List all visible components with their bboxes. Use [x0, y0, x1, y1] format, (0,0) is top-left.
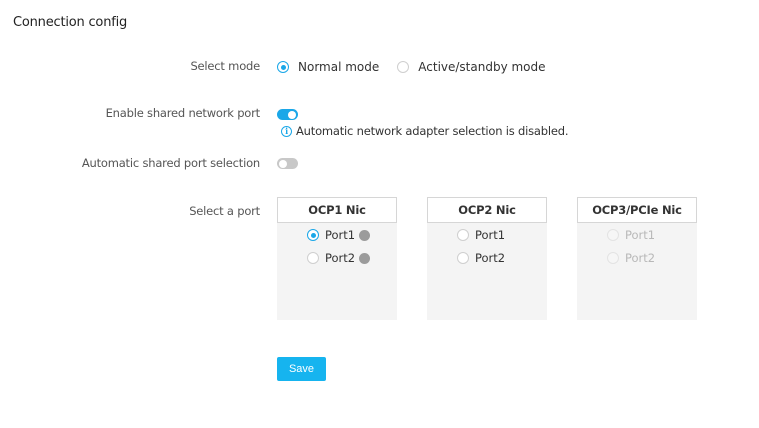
port-label: Port1	[625, 228, 656, 242]
ocp1-port1-radio[interactable]	[307, 229, 319, 241]
shared-port-info-text: Automatic network adapter selection is d…	[296, 124, 569, 138]
ocp2-port1-option[interactable]: Port1	[457, 228, 505, 242]
ocp1-port2-radio[interactable]	[307, 252, 319, 264]
ocp1-port2-option[interactable]: Port2	[307, 251, 371, 265]
ocp1-port1-option[interactable]: Port1	[307, 228, 371, 242]
port-status-dot	[359, 229, 371, 241]
nic-card-ocp3-pcie: OCP3/PCIe Nic Port1 Port2	[577, 197, 697, 320]
active-standby-mode-option[interactable]: Active/standby mode	[397, 60, 546, 74]
nic-card-ocp2: OCP2 Nic Port1 Port2	[427, 197, 547, 320]
port-label: Port2	[325, 251, 356, 265]
auto-shared-label: Automatic shared port selection	[81, 156, 260, 170]
port-status-dot	[359, 252, 371, 264]
ocp3-port1-option: Port1	[607, 228, 655, 242]
active-standby-mode-radio[interactable]	[397, 61, 410, 73]
normal-mode-label: Normal mode	[298, 60, 380, 74]
save-button[interactable]: Save	[277, 357, 326, 381]
active-standby-mode-label: Active/standby mode	[418, 60, 546, 74]
auto-shared-toggle[interactable]	[277, 158, 298, 169]
toggle-knob	[288, 110, 296, 119]
ocp2-port1-radio[interactable]	[457, 229, 469, 241]
ocp2-port2-option[interactable]: Port2	[457, 251, 505, 265]
port-label: Port2	[625, 251, 656, 265]
shared-port-info: i Automatic network adapter selection is…	[281, 124, 568, 138]
port-label: Port2	[475, 251, 506, 265]
normal-mode-radio[interactable]	[277, 61, 289, 73]
page-title: Connection config	[13, 15, 128, 30]
normal-mode-option[interactable]: Normal mode	[277, 60, 379, 74]
nic-card-ocp1: OCP1 Nic Port1 Port2	[277, 197, 397, 320]
ocp2-port2-radio[interactable]	[457, 252, 469, 264]
select-port-label: Select a port	[189, 204, 260, 218]
ocp3-port2-option: Port2	[607, 251, 655, 265]
info-icon: i	[281, 125, 292, 137]
toggle-knob	[279, 159, 287, 168]
ocp3-port2-radio	[607, 252, 619, 264]
select-mode-label: Select mode	[190, 59, 260, 73]
nic-card-title: OCP3/PCIe Nic	[577, 197, 697, 223]
select-mode-radio-group: Normal mode Active/standby mode	[277, 58, 546, 76]
port-label: Port1	[325, 228, 356, 242]
port-label: Port1	[475, 228, 506, 242]
shared-port-toggle[interactable]	[277, 109, 298, 120]
ocp3-port1-radio	[607, 229, 619, 241]
nic-card-title: OCP1 Nic	[277, 197, 397, 223]
nic-card-title: OCP2 Nic	[427, 197, 547, 223]
shared-port-label: Enable shared network port	[105, 106, 261, 120]
